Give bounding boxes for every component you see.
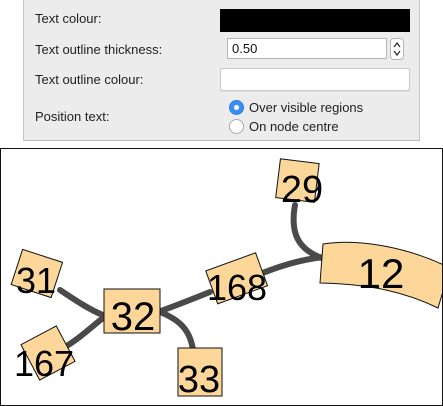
outline-thickness-input[interactable]: 0.50 xyxy=(227,38,387,59)
node-label-32: 32 xyxy=(111,295,156,339)
outline-colour-swatch[interactable] xyxy=(220,68,410,91)
node-31-box xyxy=(10,248,64,299)
node-label-12: 12 xyxy=(358,250,405,297)
radio-label-on-node-centre: On node centre xyxy=(249,119,339,134)
node-label-29: 29 xyxy=(281,169,323,211)
text-colour-swatch[interactable] xyxy=(220,9,410,32)
branch-29 xyxy=(290,202,325,261)
node-33-box xyxy=(177,347,223,397)
tree-canvas[interactable]: 29 12 168 31 32 167 33 xyxy=(0,148,443,406)
node-label-31: 31 xyxy=(16,260,56,301)
outline-thickness-stepper[interactable] xyxy=(390,38,404,60)
node-label-167: 167 xyxy=(14,343,74,384)
branch-168-32 xyxy=(155,289,213,315)
node-29-box xyxy=(275,158,320,203)
node-12-box xyxy=(319,241,442,309)
node-label-33: 33 xyxy=(178,359,220,401)
outline-colour-label: Text outline colour: xyxy=(35,72,144,87)
position-text-label: Position text: xyxy=(35,109,110,124)
tree-drawing: 29 12 168 31 32 167 33 xyxy=(10,158,442,401)
stepper-up-icon xyxy=(393,41,401,48)
node-168-box xyxy=(205,252,269,305)
radio-on-node-centre[interactable] xyxy=(229,119,244,134)
radio-label-over-visible-regions: Over visible regions xyxy=(249,100,364,115)
text-colour-label: Text colour: xyxy=(35,11,102,26)
branch-31 xyxy=(57,287,106,318)
stepper-down-icon xyxy=(393,50,401,57)
node-167-box xyxy=(20,325,76,381)
node-32-box xyxy=(103,288,161,334)
text-settings-panel: Text colour: Text outline thickness: 0.5… xyxy=(23,0,420,141)
outline-thickness-label: Text outline thickness: xyxy=(35,42,163,57)
radio-over-visible-regions[interactable] xyxy=(229,100,244,115)
node-label-168: 168 xyxy=(207,267,267,308)
branch-33 xyxy=(157,309,196,353)
